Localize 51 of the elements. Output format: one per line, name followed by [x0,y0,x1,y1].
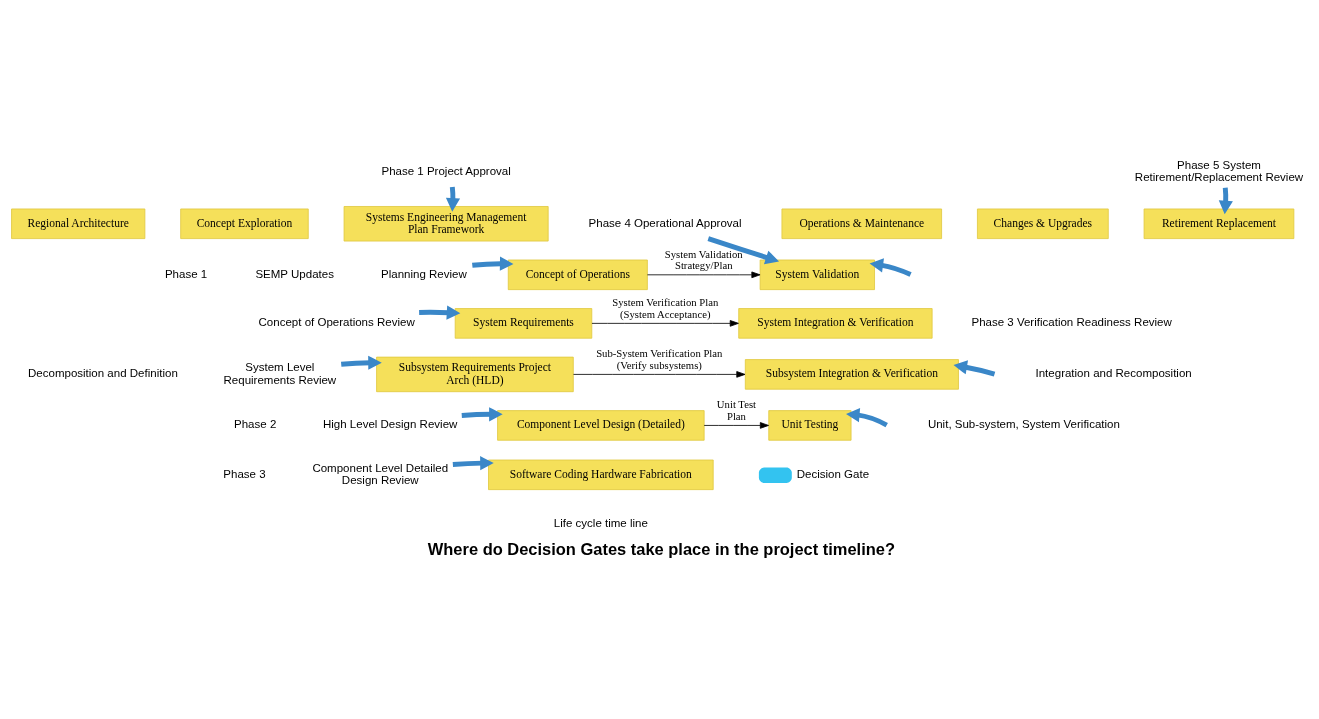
edge-label: System Verification Plan (System Acceptance) [612,295,719,320]
label: Unit, Sub-system, System Verification [927,417,1120,430]
node-box: Subsystem Requirements Project Arch (HLD) [376,356,574,392]
node-box: Unit Testing [768,409,852,441]
label: Phase 2 [234,417,277,430]
node-text: Concept of Operations Review [258,315,415,328]
node-box: System Requirements [454,307,593,339]
arrow [707,235,780,264]
caption: Where do Decision Gates take place in the project timeline? [427,539,896,558]
edge-label: Sub-System Verification Plan (Verify subsystems) [596,346,723,371]
node-box: Subsystem Integration & Verification [744,358,959,390]
label: Life cycle time line [553,516,648,529]
node-box: Systems Engineering Management Plan Framework [343,205,549,241]
node-box: Component Level Design (Detailed) [497,409,705,441]
arrow [573,370,746,378]
arrow [703,421,769,429]
node-box: Operations & Maintenance [781,208,942,239]
edge-label: System Validation Strategy/Plan [664,247,743,271]
node-text: High Level Design Review [322,417,458,430]
arrow [591,319,739,327]
label: Phase 3 [223,467,266,480]
legend-label: Decision Gate [796,467,870,480]
label: SEMP Updates [255,267,334,280]
arrow [419,305,461,320]
label: Decomposition and Definition [28,366,178,379]
arrow [472,256,514,271]
node-text: System Level Requirements Review [223,360,337,386]
arrow [869,257,912,277]
arrow [341,355,382,370]
node-text: Phase 5 System Retirement/Replacement Review [1134,158,1304,183]
arrow [647,271,761,278]
node-text: Phase 4 Operational Approval [588,216,742,229]
edge-label: Unit Test Plan [716,397,757,422]
arrow [452,455,494,470]
arrow [846,407,888,427]
node-box: Software Coding Hardware Fabrication [488,459,714,490]
arrow [461,406,503,421]
node-box: Regional Architecture [11,208,146,239]
node-box: System Validation [759,259,875,290]
node-text: Planning Review [381,267,467,280]
node-box: Concept of Operations [507,259,648,290]
label: Integration and Recomposition [1035,366,1192,379]
arrow [953,359,996,377]
node-text: Component Level Detailed Design Review [312,461,449,486]
node-box: Changes & Upgrades [977,208,1109,239]
node-box: Retirement Replacement [1143,208,1295,239]
node-text: Phase 1 Project Approval [381,164,511,177]
label: Phase 1 [164,267,208,280]
node-box: Concept Exploration [180,208,309,239]
node-box: System Integration & Verification [738,307,933,339]
label: Phase 3 Verification Readiness Review [971,315,1172,328]
